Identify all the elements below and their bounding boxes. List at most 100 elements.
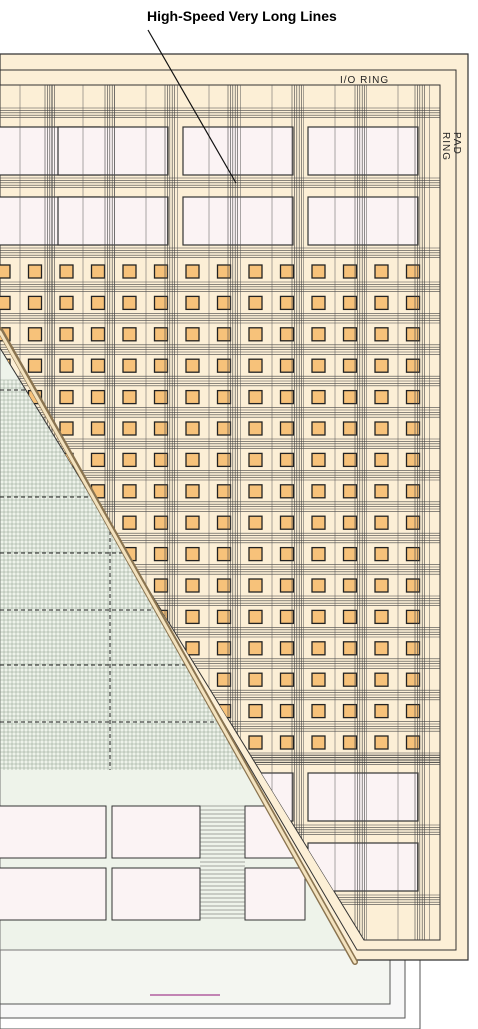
logic-block (218, 359, 231, 372)
logic-block (375, 736, 388, 749)
logic-block (375, 516, 388, 529)
logic-block (60, 422, 73, 435)
logic-block (92, 391, 105, 404)
logic-block (312, 485, 325, 498)
logic-block (375, 485, 388, 498)
logic-block (249, 265, 262, 278)
logic-block (344, 453, 357, 466)
logic-block (123, 328, 136, 341)
logic-block (312, 516, 325, 529)
logic-block (249, 485, 262, 498)
logic-block (186, 579, 199, 592)
logic-block (186, 359, 199, 372)
logic-block (312, 642, 325, 655)
logic-block (218, 548, 231, 561)
logic-block (281, 265, 294, 278)
pad-ring-label: PAD RING (440, 132, 462, 161)
logic-block (249, 736, 262, 749)
logic-block (344, 548, 357, 561)
logic-block (344, 516, 357, 529)
logic-block (281, 579, 294, 592)
logic-block (218, 422, 231, 435)
logic-block (249, 516, 262, 529)
logic-block (60, 328, 73, 341)
logic-block (281, 705, 294, 718)
logic-block (186, 642, 199, 655)
logic-block (344, 736, 357, 749)
logic-block (375, 673, 388, 686)
logic-block (375, 579, 388, 592)
logic-block (155, 548, 168, 561)
memory-block (58, 197, 168, 245)
logic-block (312, 453, 325, 466)
logic-block (312, 673, 325, 686)
logic-block (312, 328, 325, 341)
logic-block (281, 548, 294, 561)
logic-block (155, 516, 168, 529)
logic-block (186, 422, 199, 435)
logic-block (344, 579, 357, 592)
logic-block (92, 359, 105, 372)
memory-block (183, 127, 293, 175)
logic-block (249, 453, 262, 466)
logic-block (375, 359, 388, 372)
memory-block (308, 773, 418, 821)
logic-block (312, 579, 325, 592)
logic-block (186, 391, 199, 404)
logic-block (155, 328, 168, 341)
logic-block (281, 516, 294, 529)
logic-block (344, 265, 357, 278)
logic-block (281, 422, 294, 435)
logic-block (155, 265, 168, 278)
logic-block (186, 265, 199, 278)
logic-block (186, 548, 199, 561)
logic-block (281, 296, 294, 309)
logic-block (344, 391, 357, 404)
logic-block (123, 391, 136, 404)
logic-block (312, 296, 325, 309)
logic-block (218, 296, 231, 309)
logic-block (0, 265, 10, 278)
logic-block (155, 359, 168, 372)
logic-block (186, 296, 199, 309)
io-ring-label: I/O RING (340, 75, 389, 86)
logic-block (249, 548, 262, 561)
lower-memory-block (112, 806, 200, 858)
logic-block (249, 422, 262, 435)
logic-block (155, 485, 168, 498)
logic-block (344, 296, 357, 309)
logic-block (218, 516, 231, 529)
logic-block (0, 296, 10, 309)
logic-block (344, 642, 357, 655)
logic-block (249, 391, 262, 404)
logic-block (186, 485, 199, 498)
logic-block (375, 328, 388, 341)
logic-block (155, 422, 168, 435)
logic-block (249, 610, 262, 623)
logic-block (281, 328, 294, 341)
logic-block (218, 328, 231, 341)
logic-block (281, 642, 294, 655)
logic-block (375, 265, 388, 278)
logic-block (123, 422, 136, 435)
logic-block (375, 422, 388, 435)
logic-block (249, 359, 262, 372)
logic-block (344, 485, 357, 498)
logic-block (344, 673, 357, 686)
logic-block (218, 265, 231, 278)
logic-block (249, 328, 262, 341)
logic-block (344, 610, 357, 623)
logic-block (249, 579, 262, 592)
logic-block (312, 391, 325, 404)
logic-block (375, 548, 388, 561)
logic-block (281, 391, 294, 404)
logic-block (155, 579, 168, 592)
logic-block (186, 453, 199, 466)
logic-block (375, 705, 388, 718)
logic-block (123, 453, 136, 466)
logic-block (344, 328, 357, 341)
logic-block (29, 328, 42, 341)
lower-memory-block (0, 806, 106, 858)
logic-block (29, 359, 42, 372)
